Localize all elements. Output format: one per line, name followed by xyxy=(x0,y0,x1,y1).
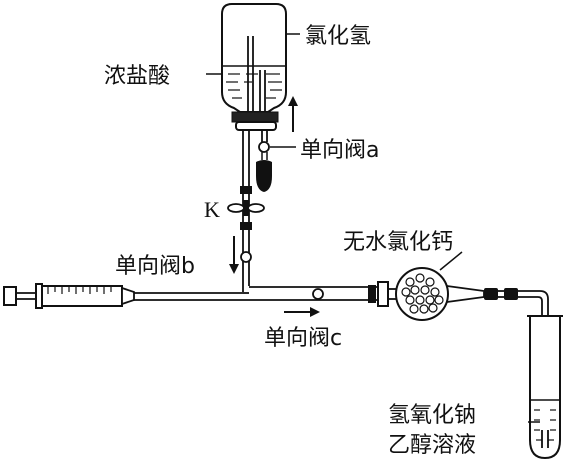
label-hcl-gas: 氯化氢 xyxy=(305,24,371,49)
label-valve-c: 单向阀c xyxy=(264,326,342,351)
syringe xyxy=(3,283,135,309)
horizontal-tube xyxy=(134,286,380,301)
label-clamp-k: K xyxy=(204,197,220,222)
label-conc-hcl: 浓盐酸 xyxy=(104,64,170,89)
down-arrow-icon xyxy=(229,236,239,274)
label-valve-b: 单向阀b xyxy=(115,254,195,279)
label-drying-agent: 无水氯化钙 xyxy=(343,230,453,255)
drying-tube xyxy=(368,267,485,321)
check-valve-c xyxy=(312,288,324,300)
leader-lines xyxy=(206,33,540,423)
check-valve-a xyxy=(256,141,272,192)
label-solution-line1: 氢氧化钠 xyxy=(388,403,476,428)
clamp-k xyxy=(227,186,265,230)
reagent-bottle xyxy=(221,3,287,131)
label-solution-line2: 乙醇溶液 xyxy=(388,433,476,458)
up-arrow-icon xyxy=(288,96,298,132)
label-valve-a: 单向阀a xyxy=(300,138,379,163)
test-tube xyxy=(527,315,563,460)
delivery-tube xyxy=(484,288,549,430)
right-arrow-icon xyxy=(284,307,320,317)
check-valve-b xyxy=(240,251,252,263)
